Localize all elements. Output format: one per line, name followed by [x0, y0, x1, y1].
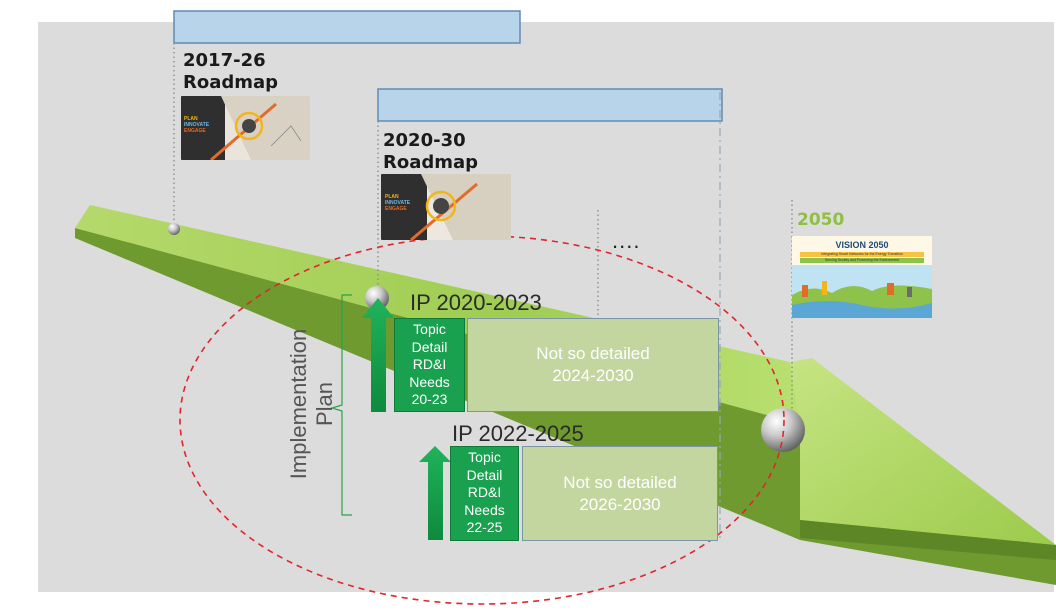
- vision-2050-subtitle2: Serving Society and Protecting the Envir…: [800, 258, 924, 263]
- ip-2022-later-line1: Not so detailed: [563, 472, 677, 492]
- implementation-bracket: [329, 294, 352, 516]
- implementation-plan-line1: Implementation: [286, 328, 311, 480]
- up-arrow-ip-2020: [362, 298, 394, 412]
- milestone-ball-2050: [761, 408, 805, 452]
- ip-2022-title: IP 2022-2025: [452, 421, 584, 446]
- ip-2020-topic-box: Topic Detail RD&I Needs 20-23: [394, 318, 465, 412]
- ip-2022-topic-line: Topic: [468, 449, 501, 465]
- implementation-plan-label: Implementation Plan: [286, 314, 338, 494]
- continuation-ellipsis: ....: [612, 228, 641, 253]
- focus-ellipse: [179, 235, 785, 605]
- ip-2020-topic-line: Needs: [409, 373, 450, 390]
- vision-2050-subtitle1: Integrating Smart Networks for the Energ…: [800, 252, 924, 257]
- milestone-ball-2020: [365, 286, 389, 310]
- ip-2020-later-box: Not so detailed 2024-2030: [467, 318, 719, 412]
- timeline-arrow-head: [790, 358, 1056, 545]
- vision-2050-thumbnail: VISION 2050 Integrating Smart Networks f…: [792, 236, 932, 318]
- roadmap-bar-2017: [173, 10, 521, 44]
- roadmap-2017-years: 2017-26: [183, 50, 266, 71]
- implementation-plan-line2: Plan: [312, 381, 337, 427]
- ip-2020-topic-line: Detail: [411, 338, 448, 355]
- ip-2022-topic-line: 22-25: [466, 519, 503, 535]
- ip-2022-later-line2: 2026-2030: [579, 494, 661, 514]
- ip-2022-topic-line: Detail: [466, 466, 503, 483]
- roadmap-2020-title: Roadmap: [383, 152, 479, 173]
- ip-2020-title: IP 2020-2023: [410, 290, 542, 315]
- vision-2050-title: VISION 2050: [835, 240, 889, 250]
- roadmap-2017-label: 2017-26 Roadmap: [183, 50, 278, 94]
- ip-2020-later-line2: 2024-2030: [552, 366, 634, 385]
- roadmap-2020-label: 2020-30 Roadmap: [383, 130, 478, 174]
- ip-2022-topic-box: Topic Detail RD&I Needs 22-25: [450, 446, 519, 541]
- roadmap-2017-thumbnail: PLAN INNOVATE ENGAGE: [181, 96, 310, 160]
- ip-2020-later-line1: Not so detailed: [536, 344, 650, 363]
- roadmap-2017-thumb-text: PLAN INNOVATE ENGAGE: [184, 116, 210, 134]
- roadmap-2017-title: Roadmap: [183, 72, 279, 93]
- ip-2022-topic-line: Needs: [464, 501, 505, 518]
- ip-2022-topic-line: RD&I: [467, 484, 502, 500]
- roadmap-2020-years: 2020-30: [383, 130, 466, 151]
- roadmap-2020-thumb-text: PLAN INNOVATE ENGAGE: [385, 194, 411, 212]
- vision-year-label: 2050: [797, 210, 845, 230]
- roadmap-2020-thumbnail: PLAN INNOVATE ENGAGE: [381, 174, 511, 240]
- up-arrow-ip-2022: [419, 446, 451, 540]
- milestone-ball-2017: [168, 223, 180, 235]
- ip-2022-later-box: Not so detailed 2026-2030: [522, 446, 718, 541]
- roadmap-bar-2020: [377, 88, 723, 122]
- ip-2020-topic-line: Topic: [413, 321, 446, 337]
- ip-2020-topic-line: RD&I: [412, 356, 447, 372]
- ip-2020-topic-line: 20-23: [411, 391, 448, 407]
